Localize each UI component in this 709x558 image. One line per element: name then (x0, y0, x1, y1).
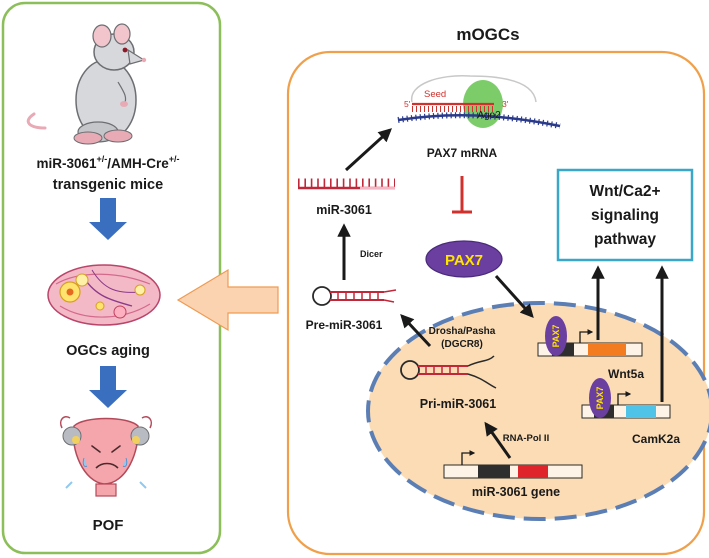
mature-mir-3061 (298, 178, 395, 190)
pre-mir-label: Pre-miR-3061 (306, 318, 383, 332)
drosha-label-line1: Drosha/Pasha (429, 326, 496, 337)
pax7-mrna-complex (397, 75, 561, 129)
blue-down-arrow-2 (89, 366, 127, 408)
pri-mir-hairpin (400, 355, 497, 389)
pax7-small-label-1: PAX7 (551, 325, 561, 348)
mir-gene-label: miR-3061 gene (472, 485, 560, 499)
pax7-small-label-2: PAX7 (595, 387, 605, 410)
pax7-protein-label: PAX7 (445, 252, 483, 269)
ago2-label: Ago2 (477, 110, 501, 121)
wnt-pathway-box (556, 168, 694, 262)
mouse-illustration (26, 23, 147, 145)
wnt-box-line1: Wnt/Ca2+ (589, 183, 660, 200)
pax7-mrna-label: PAX7 mRNA (427, 146, 498, 160)
seed-label: Seed (424, 89, 446, 100)
pax7-protein (425, 240, 503, 278)
inhibition-symbol (452, 176, 472, 214)
blue-down-arrow-1 (89, 198, 127, 240)
pof-illustration (59, 416, 153, 497)
pax7-bound-wnt5a (545, 316, 567, 356)
drosha-label-line2: (DGCR8) (441, 339, 483, 350)
pax7-bound-camk2a (589, 378, 611, 418)
mouse-genotype-label: miR-3061+/-/AMH-Cre+/- (36, 154, 179, 171)
arrow-pax7-to-nucleus (494, 274, 534, 319)
wnt5a-label: Wnt5a (608, 367, 644, 381)
orange-left-arrow (176, 268, 279, 332)
arrow-drosha (400, 314, 432, 348)
five-prime-label: 5' (404, 99, 411, 109)
wnt-box-line3: pathway (594, 231, 656, 248)
pre-mir-hairpin (312, 286, 397, 306)
mature-mir-label: miR-3061 (316, 203, 372, 217)
camk2a-label: CamK2a (632, 432, 680, 446)
ovary-label: OGCs aging (66, 343, 150, 359)
cell-title: mOGCs (456, 25, 519, 44)
mouse-line2-label: transgenic mice (53, 177, 163, 193)
dicer-label: Dicer (360, 249, 383, 259)
ovary-illustration (47, 264, 161, 326)
arrow-rna-pol (484, 421, 512, 459)
rna-pol-label: RNA-Pol II (503, 433, 549, 444)
mir-gene (443, 450, 583, 479)
three-prime-label: 3' (502, 99, 509, 109)
pri-mir-label: Pri-miR-3061 (420, 397, 496, 411)
arrow-mir-to-mrna (344, 128, 392, 172)
pof-label: POF (93, 517, 124, 534)
wnt-box-line2: signaling (591, 207, 659, 224)
